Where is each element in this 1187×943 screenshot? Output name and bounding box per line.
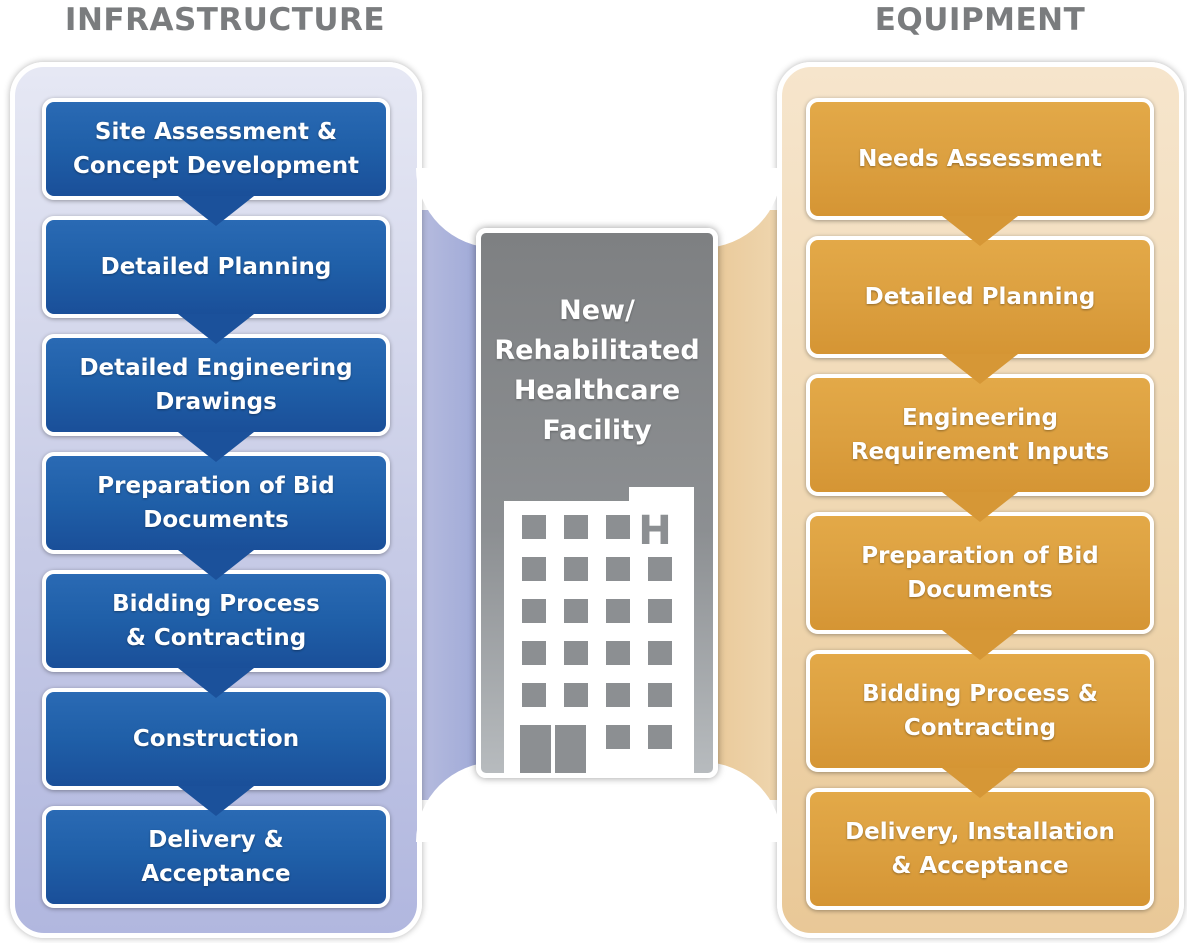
- infrastructure-step: Bidding Process & Contracting: [42, 570, 390, 672]
- building-window: [606, 599, 630, 623]
- building-window: [606, 725, 630, 749]
- building-door: [520, 725, 551, 773]
- building-window: [564, 515, 588, 539]
- step-label: Detailed Planning: [864, 284, 1096, 310]
- building-window: [522, 515, 546, 539]
- building-window: [648, 683, 672, 707]
- infrastructure-step: Delivery & Acceptance: [42, 806, 390, 908]
- building-window: [522, 599, 546, 623]
- infrastructure-step: Detailed Engineering Drawings: [42, 334, 390, 436]
- step-label: Detailed Planning: [100, 254, 332, 280]
- building-windows: [522, 515, 672, 749]
- equipment-step: Detailed Planning: [806, 236, 1154, 358]
- equipment-step: Preparation of Bid Documents: [806, 512, 1154, 634]
- step-label: Bidding Process & Contracting: [112, 591, 320, 651]
- facility-title: New/ Rehabilitated Healthcare Facility: [494, 295, 700, 446]
- infrastructure-heading: INFRASTRUCTURE: [64, 2, 386, 38]
- equipment-heading: EQUIPMENT: [874, 2, 1086, 38]
- building-window: [564, 683, 588, 707]
- hospital-sign: H: [638, 508, 671, 554]
- step-label: Needs Assessment: [858, 146, 1102, 172]
- building-window: [564, 599, 588, 623]
- step-label: Engineering Requirement Inputs: [850, 405, 1110, 465]
- building-window: [606, 641, 630, 665]
- building-tower: [629, 487, 694, 517]
- facility-card: New/ Rehabilitated Healthcare Facility H: [476, 228, 718, 778]
- infrastructure-step: Site Assessment & Concept Development: [42, 98, 390, 200]
- equipment-step: Engineering Requirement Inputs: [806, 374, 1154, 496]
- building-window: [648, 725, 672, 749]
- equipment-step: Delivery, Installation & Acceptance: [806, 788, 1154, 910]
- building-window: [606, 515, 630, 539]
- step-label: Detailed Engineering Drawings: [79, 355, 353, 415]
- building-window: [648, 599, 672, 623]
- step-label: Bidding Process & Contracting: [862, 681, 1098, 741]
- building-window: [648, 557, 672, 581]
- step-label: Delivery & Acceptance: [141, 827, 291, 887]
- hospital-building-icon: H: [504, 487, 694, 773]
- infrastructure-step: Construction: [42, 688, 390, 790]
- step-label: Site Assessment & Concept Development: [72, 119, 360, 179]
- building-window: [564, 557, 588, 581]
- building-window: [606, 683, 630, 707]
- building-window: [606, 557, 630, 581]
- step-label: Construction: [132, 726, 300, 752]
- building-window: [522, 683, 546, 707]
- building-window: [648, 641, 672, 665]
- step-label: Delivery, Installation & Acceptance: [845, 819, 1115, 879]
- infrastructure-step: Preparation of Bid Documents: [42, 452, 390, 554]
- equipment-step: Bidding Process & Contracting: [806, 650, 1154, 772]
- step-label: Preparation of Bid Documents: [97, 473, 335, 533]
- building-window: [522, 557, 546, 581]
- building-window: [522, 641, 546, 665]
- building-window: [564, 641, 588, 665]
- infrastructure-step: Detailed Planning: [42, 216, 390, 318]
- equipment-step: Needs Assessment: [806, 98, 1154, 220]
- building-door: [555, 725, 586, 773]
- step-label: Preparation of Bid Documents: [861, 543, 1099, 603]
